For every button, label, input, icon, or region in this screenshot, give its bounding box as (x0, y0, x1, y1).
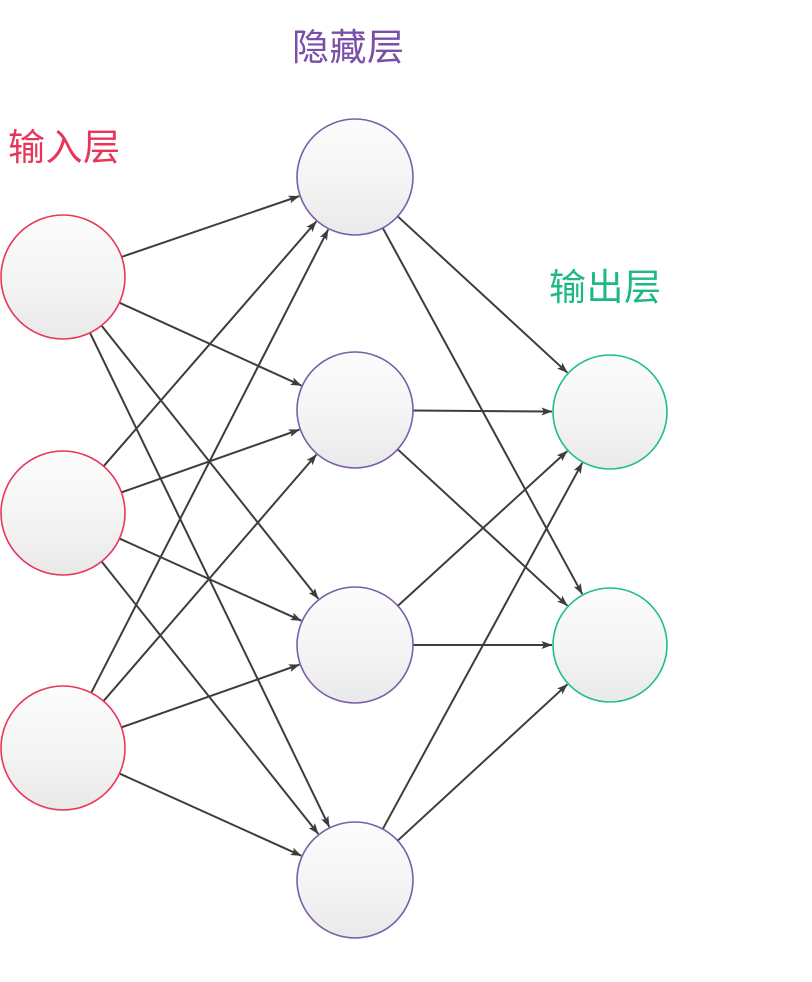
connection-edge (102, 220, 318, 467)
input-node-i1[interactable] (0, 214, 126, 340)
input-node-i2[interactable] (0, 450, 126, 576)
output-node-o2[interactable] (552, 587, 668, 703)
input-layer-label: 输入层 (8, 128, 121, 169)
edges-group (89, 195, 584, 857)
connection-edge (381, 462, 584, 830)
connection-edge (100, 560, 320, 835)
connection-edge (121, 663, 300, 729)
nodes-group (0, 118, 668, 939)
connection-edge (102, 453, 318, 702)
connection-edge (397, 450, 568, 607)
connection-edge (90, 229, 330, 694)
connection-edge (396, 215, 569, 374)
hidden-node-h1[interactable] (296, 118, 414, 236)
connection-edge (412, 407, 553, 416)
hidden-node-h3[interactable] (296, 586, 414, 704)
connection-edge (396, 683, 569, 842)
connection-edge (121, 195, 300, 258)
input-node-i3[interactable] (0, 685, 126, 811)
hidden-node-h4[interactable] (296, 821, 414, 939)
output-node-o1[interactable] (552, 354, 668, 470)
hidden-layer-label: 隐藏层 (292, 28, 405, 69)
output-layer-label: 输出层 (549, 268, 662, 309)
connection-edge (119, 537, 302, 622)
connection-edge (119, 772, 302, 857)
hidden-node-h2[interactable] (296, 351, 414, 469)
